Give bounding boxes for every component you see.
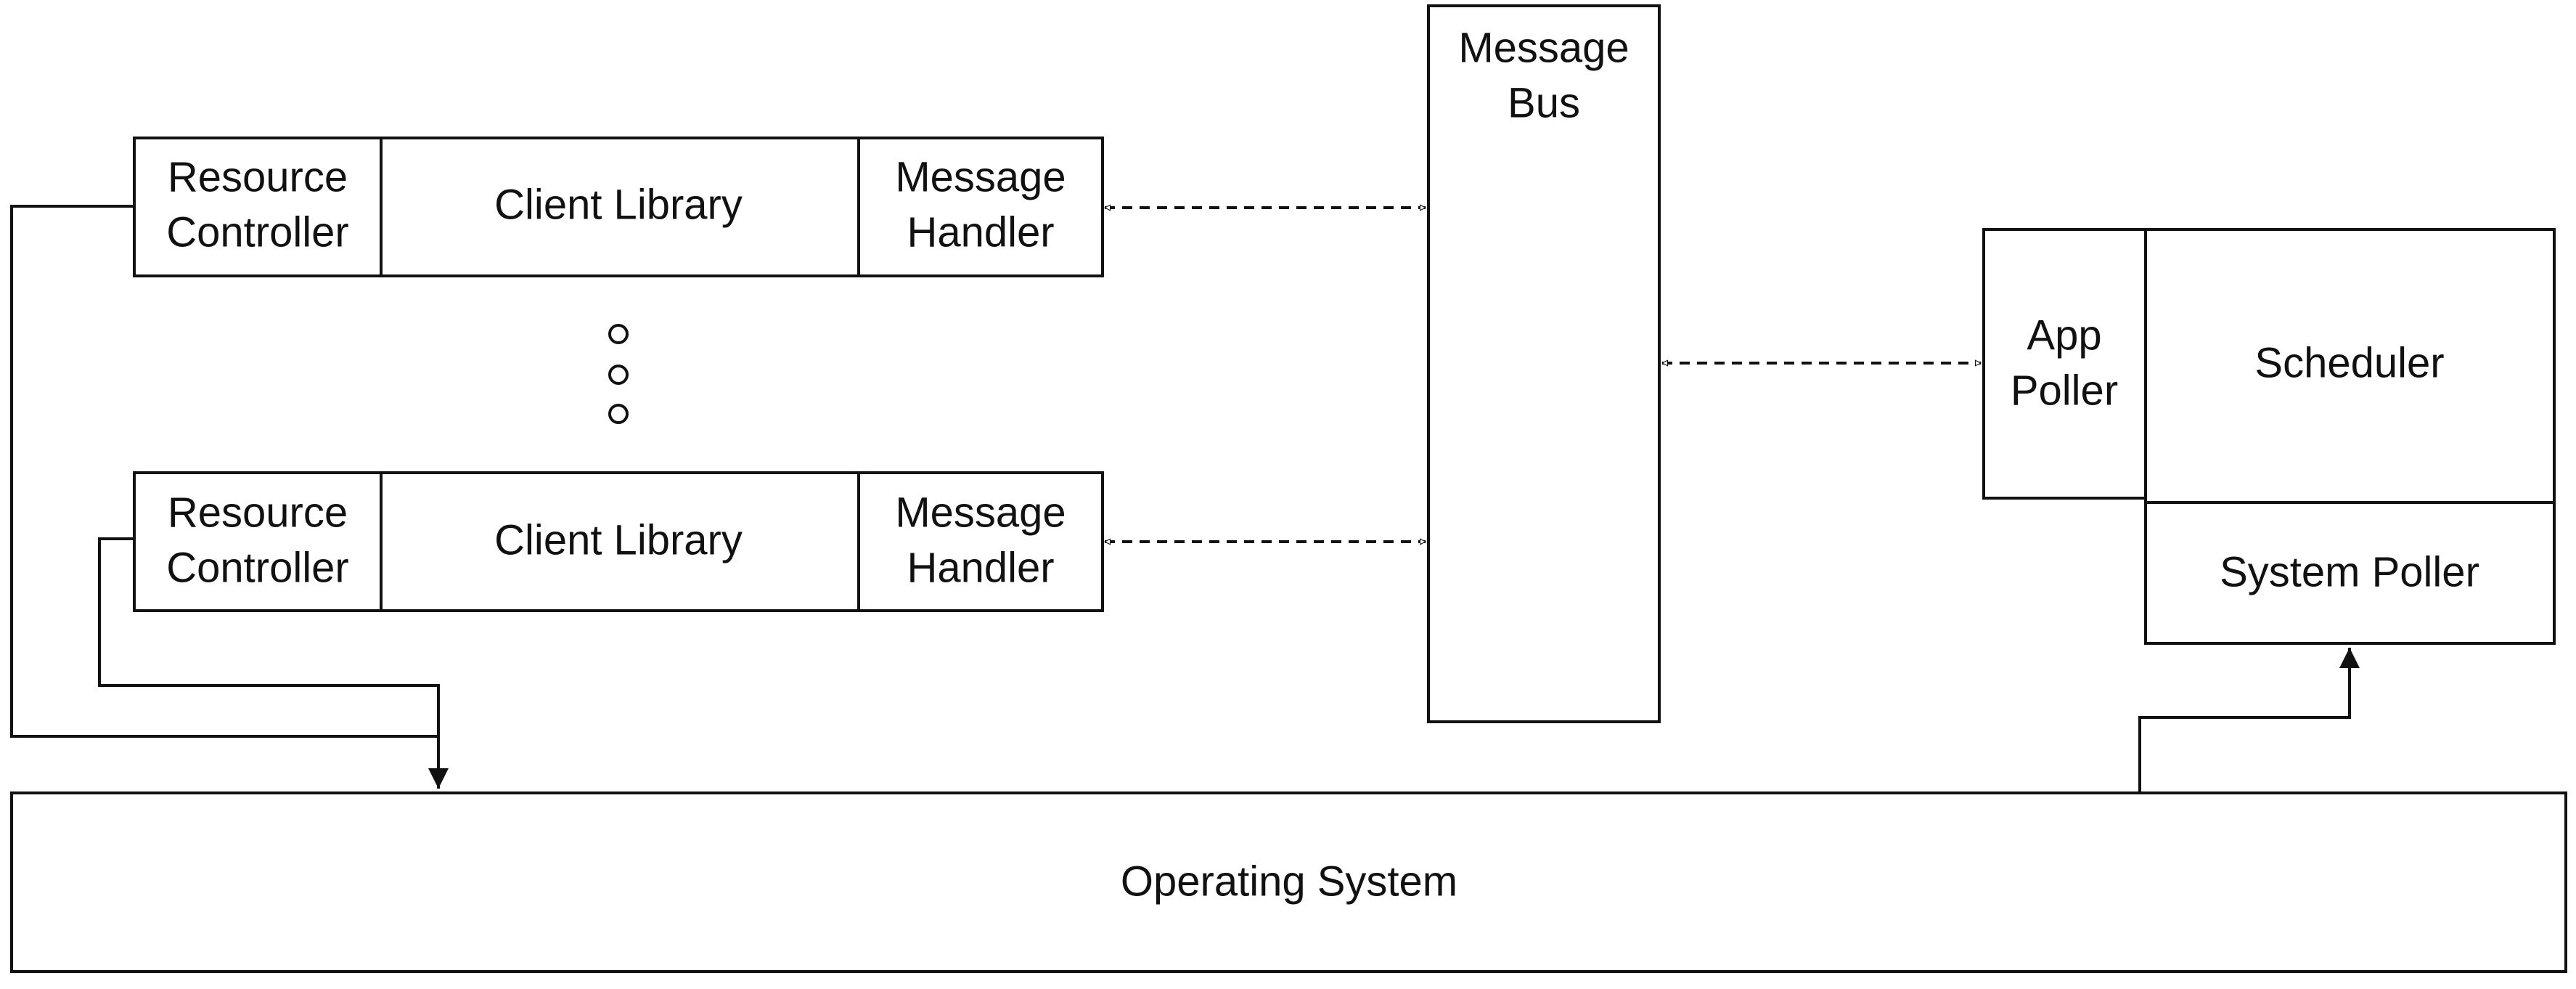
message-handler-label-line2: Handler (907, 208, 1054, 256)
scheduler-box (2144, 228, 2556, 504)
resource-controller-label-line1: Resource (168, 489, 348, 536)
operating-system-label: Operating System (1121, 858, 1457, 905)
resource-controller-label-line1: Resource (168, 153, 348, 200)
message-bus-box (1427, 4, 1661, 723)
ellipsis-dots (608, 324, 629, 424)
system-poller-box (2144, 501, 2556, 645)
message-handler-box-bottom (857, 471, 1104, 612)
ellipsis-dot-3 (608, 404, 629, 424)
operating-system-box (10, 791, 2567, 973)
message-handler-label-line2: Handler (907, 544, 1054, 591)
scheduler-group: App Poller Scheduler System Poller (1982, 228, 2556, 645)
controller-os-arrow-bottom (98, 537, 449, 789)
ellipsis-dot-1 (608, 324, 629, 344)
message-handler-label-line1: Message (895, 153, 1066, 200)
app-poller-label-line2: Poller (2011, 367, 2118, 414)
resource-controller-box-top (133, 137, 383, 277)
ellipsis-dot-2 (608, 365, 629, 385)
os-system-poller-arrow (2138, 648, 2360, 793)
scheduler-label: Scheduler (2254, 339, 2444, 386)
app-poller-label-line1: App (2027, 312, 2101, 359)
client-library-label: Client Library (494, 181, 743, 228)
system-poller-label: System Poller (2220, 548, 2479, 595)
message-bus-label-line1: Message (1458, 24, 1629, 71)
resource-controller-label-line2: Controller (166, 208, 348, 256)
client-row-top: Resource Controller Client Library Messa… (133, 137, 1104, 277)
message-bus: Message Bus (1427, 4, 1661, 723)
operating-system: Operating System (10, 791, 2567, 973)
resource-controller-label-line2: Controller (166, 544, 348, 591)
client-row-bottom: Resource Controller Client Library Messa… (133, 471, 1104, 612)
controller-os-line-top (10, 205, 438, 738)
message-handler-label-line1: Message (895, 489, 1066, 536)
client-library-box-top (380, 137, 860, 277)
message-bus-label-line2: Bus (1508, 79, 1580, 126)
message-handler-box-top (857, 137, 1104, 277)
client-library-label: Client Library (494, 516, 743, 563)
client-library-box-bottom (380, 471, 860, 612)
app-poller-box (1982, 228, 2147, 500)
